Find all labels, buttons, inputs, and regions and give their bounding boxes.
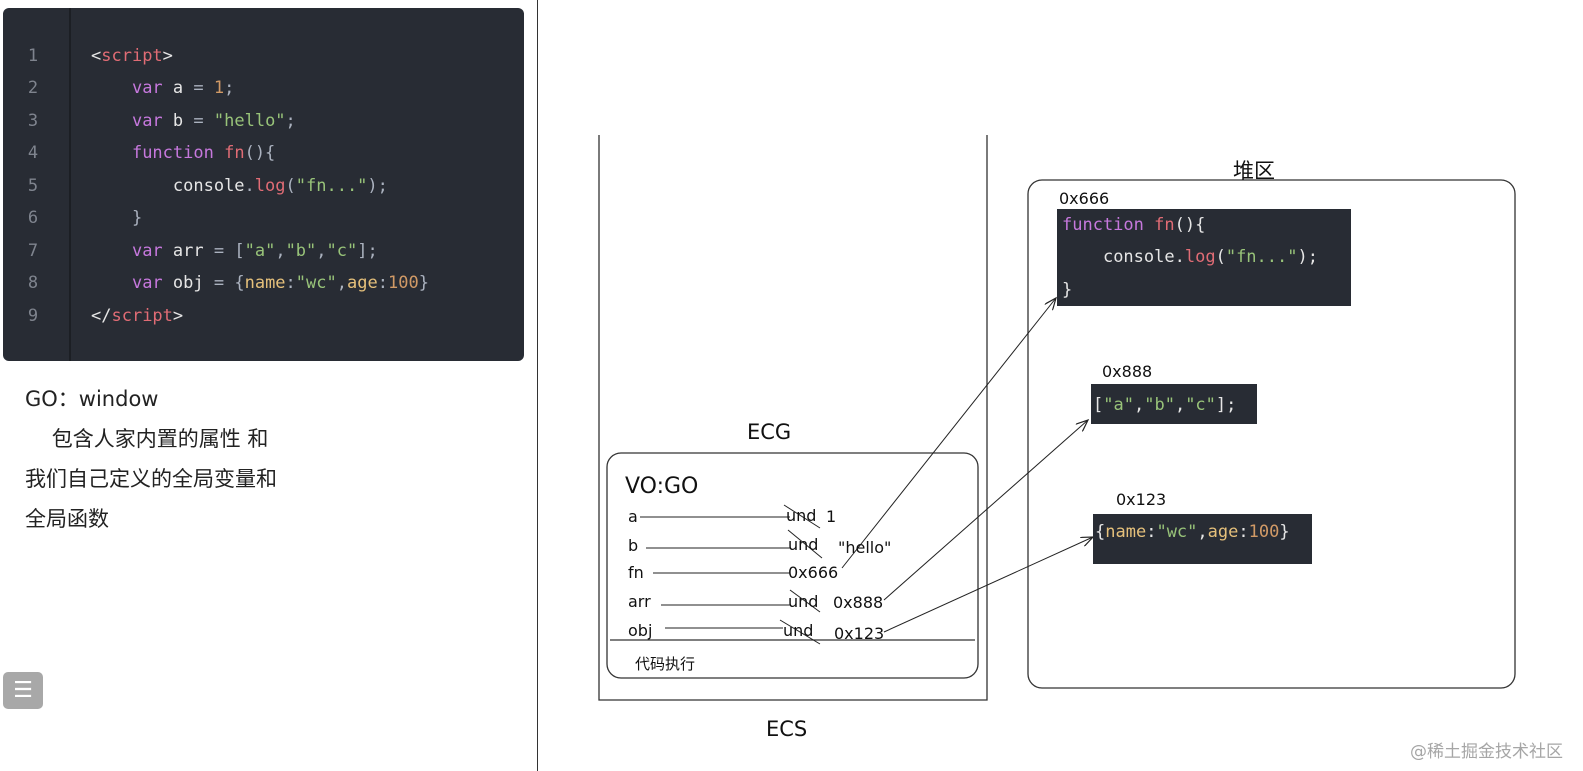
exec-label: 代码执行 <box>635 655 696 673</box>
var-name: obj <box>628 621 653 640</box>
var-name: a <box>628 507 638 526</box>
var-value: "hello" <box>838 538 892 557</box>
var-name: arr <box>628 592 651 611</box>
toc-button[interactable]: ☰ <box>3 672 43 709</box>
code-line: function fn(){ <box>131 143 276 163</box>
code-line: </script> <box>91 306 184 326</box>
ecg-label: ECG <box>747 420 792 444</box>
line-number: 6 <box>27 208 39 228</box>
heap-address: 0x666 <box>1059 189 1110 208</box>
heap-box <box>1027 179 1516 689</box>
var-name: fn <box>628 563 644 582</box>
code-block: 1 2 3 4 5 6 7 8 9 <script> var a = 1; va… <box>3 8 524 361</box>
var-name: b <box>628 536 639 555</box>
strike-arr <box>789 589 821 613</box>
line-number: 3 <box>27 111 39 131</box>
var-initial: und <box>783 621 814 640</box>
arrow-obj <box>883 537 1093 633</box>
line-number: 9 <box>27 306 39 326</box>
var-value: 0x888 <box>833 593 884 612</box>
line-number-gutter: 1 2 3 4 5 6 7 8 9 <box>3 8 71 361</box>
watermark: @稀土掘金技术社区 <box>1410 742 1563 762</box>
var-value: 0x123 <box>834 624 885 643</box>
vo-label: VO:GO <box>625 474 699 499</box>
note-line: 全局函数 <box>25 507 109 531</box>
note-line: GO：window <box>25 387 159 411</box>
var-initial: und <box>788 592 819 611</box>
heap-address: 0x123 <box>1116 490 1167 509</box>
line-number: 5 <box>27 176 39 196</box>
line-number: 7 <box>27 241 39 261</box>
line-number: 1 <box>27 46 39 66</box>
code-line: var arr = ["a","b","c"]; <box>131 241 378 261</box>
heap-address: 0x888 <box>1102 362 1153 381</box>
line-number: 8 <box>27 273 39 293</box>
var-value: 0x666 <box>788 563 839 582</box>
strike-a <box>783 504 821 529</box>
line-number: 4 <box>27 143 39 163</box>
code-line: var a = 1; <box>131 78 235 98</box>
ecs-label: ECS <box>766 717 808 741</box>
list-icon: ☰ <box>13 678 33 703</box>
ecg-box <box>606 452 979 679</box>
ecs-stack <box>598 135 988 701</box>
line-number: 2 <box>27 78 39 98</box>
heap-label: 堆区 <box>1233 159 1275 183</box>
var-value: 1 <box>826 507 837 526</box>
code-line: var b = "hello"; <box>131 111 296 131</box>
panel-divider <box>537 0 538 771</box>
var-initial: und <box>788 535 819 554</box>
heap-arr-block: ["a","b","c"]; <box>1091 384 1257 424</box>
code-line: console.log("fn..."); <box>172 176 388 196</box>
code-line: var obj = {name:"wc",age:100} <box>131 273 429 293</box>
code-line: } <box>91 208 143 228</box>
note-line: 包含人家内置的属性 和 <box>25 427 269 451</box>
strike-obj <box>779 619 821 645</box>
arrow-arr <box>883 420 1088 601</box>
heap-obj-block: {name:"wc",age:100} <box>1093 514 1312 564</box>
arrow-fn <box>841 298 1056 569</box>
code-line: <script> <box>91 46 173 66</box>
var-initial: und <box>786 506 817 525</box>
heap-fn-block: function fn(){ console.log("fn..."); } <box>1057 209 1351 306</box>
strike-b <box>787 529 823 559</box>
note-line: 我们自己定义的全局变量和 <box>25 467 277 491</box>
